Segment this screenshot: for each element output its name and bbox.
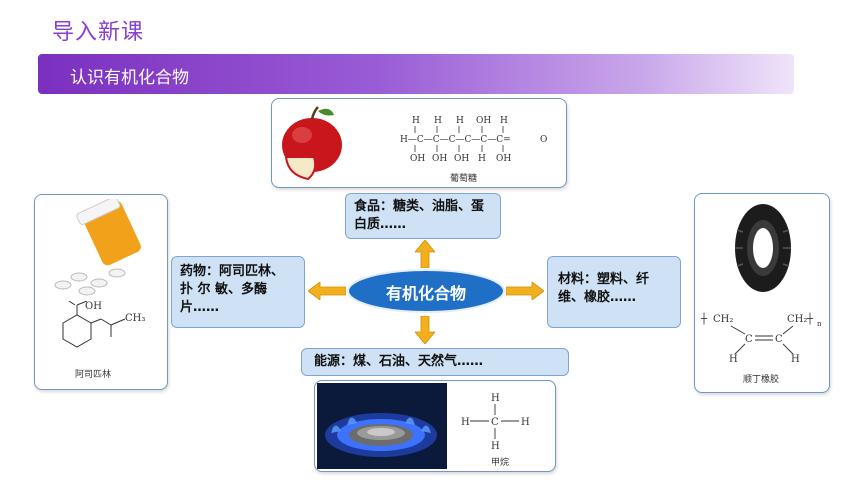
center-label: 有机化合物 (385, 284, 466, 303)
svg-text:CH₂: CH₂ (787, 314, 807, 325)
svg-text:O: O (540, 135, 547, 145)
svg-text:C: C (491, 417, 499, 428)
pill-bottle-image (54, 199, 141, 296)
svg-text:OH: OH (496, 154, 511, 164)
aspirin-caption: 阿司匹林 (75, 370, 112, 380)
glucose-caption: 葡萄糖 (450, 174, 478, 184)
rubber-card: ┼ CH₂ CH₂ ┼ n C C H H 顺丁橡胶 (694, 193, 830, 393)
svg-text:H: H (456, 116, 464, 126)
svg-text:OH: OH (476, 116, 491, 126)
svg-text:H: H (478, 154, 486, 164)
gas-flame-image (317, 383, 447, 469)
methane-formula: H H C H H (461, 393, 530, 452)
svg-text:n: n (817, 320, 821, 328)
svg-text:H: H (791, 354, 800, 365)
methane-card: H H C H H 甲烷 (314, 380, 556, 472)
glucose-card: H H H OH H H—C—C—C—C—C—C= O OH OH OH H O… (271, 98, 567, 188)
material-box: 材料：塑料、纤维、橡胶…… (547, 256, 681, 328)
rubber-caption: 顺丁橡胶 (743, 375, 780, 385)
svg-text:C: C (775, 334, 783, 345)
glucose-formula: H H H OH H H—C—C—C—C—C—C= O OH OH OH H O… (400, 116, 547, 164)
svg-text:H: H (434, 116, 442, 126)
page-title: 导入新课 (52, 20, 145, 45)
svg-text:CH₃: CH₃ (125, 313, 145, 324)
section-title: 认识有机化合物 (70, 68, 189, 88)
svg-text:H: H (491, 441, 500, 452)
svg-text:CH₂: CH₂ (713, 314, 733, 325)
aspirin-formula: OH CH₃ (62, 301, 145, 348)
aspirin-card: OH CH₃ 阿司匹林 (34, 194, 168, 390)
arrow-up-icon (415, 240, 435, 268)
rubber-formula: ┼ CH₂ CH₂ ┼ n C C H H (701, 312, 821, 365)
arrow-right-icon (506, 282, 544, 300)
svg-text:┼: ┼ (806, 312, 814, 325)
center-oval (347, 269, 505, 313)
svg-text:OH: OH (85, 301, 102, 312)
medicine-box: 药物：阿司匹林、 扑 尔 敏、多酶片…… (171, 256, 305, 328)
svg-text:H: H (500, 116, 508, 126)
arrow-left-icon (308, 282, 346, 300)
section-banner (38, 54, 794, 94)
svg-text:OH: OH (454, 154, 469, 164)
arrow-down-icon (415, 316, 435, 344)
apple-image (282, 106, 342, 181)
tire-image (735, 204, 791, 292)
food-box: 食品：糖类、油脂、蛋白质…… (345, 193, 501, 239)
energy-box: 能源：煤、石油、天然气…… (301, 348, 569, 376)
methane-caption: 甲烷 (491, 458, 510, 468)
svg-text:H: H (729, 354, 738, 365)
svg-text:OH: OH (410, 154, 425, 164)
svg-text:C: C (745, 334, 753, 345)
svg-text:H: H (521, 417, 530, 428)
svg-text:┼: ┼ (701, 312, 708, 325)
svg-text:H: H (491, 393, 500, 404)
svg-text:H: H (412, 116, 420, 126)
svg-text:OH: OH (432, 154, 447, 164)
svg-text:H—C—C—C—C—C—C=: H—C—C—C—C—C—C= (400, 135, 511, 145)
svg-text:H: H (461, 417, 470, 428)
